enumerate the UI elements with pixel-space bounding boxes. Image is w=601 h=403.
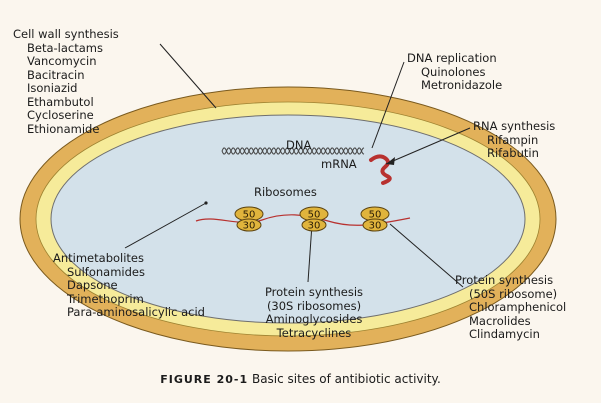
cell-wall-drug: Isoniazid bbox=[13, 82, 119, 96]
cell-wall-drug: Bacitracin bbox=[13, 69, 119, 83]
dna-label: DNA bbox=[286, 138, 311, 152]
protein-50s-drug: Chloramphenicol bbox=[455, 301, 566, 315]
protein-30s-detail: (30S ribosomes) bbox=[259, 300, 369, 314]
antimetabolite-drug: Para-aminosalicylic acid bbox=[53, 306, 205, 320]
rna-synthesis-drug: Rifampin bbox=[473, 134, 555, 148]
antimetabolite-drug: Dapsone bbox=[53, 279, 205, 293]
pointer-dot-antimetabolites bbox=[204, 201, 207, 204]
dna-replication-drug: Quinolones bbox=[407, 66, 502, 80]
antimetabolites-title: Antimetabolites bbox=[53, 252, 205, 266]
cell-wall-drug: Ethionamide bbox=[13, 123, 119, 137]
ribosome-30-label: 30 bbox=[369, 221, 382, 232]
ribosome-30-label: 30 bbox=[243, 221, 256, 232]
protein-synthesis-30s-group: Protein synthesis (30S ribosomes) Aminog… bbox=[259, 286, 369, 340]
rna-synthesis-drug: Rifabutin bbox=[473, 147, 555, 161]
cell-wall-drug: Beta-lactams bbox=[13, 42, 119, 56]
rna-synthesis-title: RNA synthesis bbox=[473, 120, 555, 134]
ribosome-50-label: 50 bbox=[243, 210, 256, 221]
cell-wall-synthesis-title: Cell wall synthesis bbox=[13, 28, 119, 42]
cell-wall-synthesis-group: Cell wall synthesis Beta-lactams Vancomy… bbox=[13, 28, 119, 136]
dna-replication-group: DNA replication Quinolones Metronidazole bbox=[407, 52, 502, 93]
ribosome-50-label: 50 bbox=[369, 210, 382, 221]
ribosome-30-label: 30 bbox=[308, 221, 321, 232]
cell-wall-drug: Vancomycin bbox=[13, 55, 119, 69]
dna-replication-title: DNA replication bbox=[407, 52, 502, 66]
figure-number: FIGURE 20-1 bbox=[160, 373, 248, 386]
ribosome-50-label: 50 bbox=[308, 210, 321, 221]
rna-synthesis-group: RNA synthesis Rifampin Rifabutin bbox=[473, 120, 555, 161]
mrna-label: mRNA bbox=[321, 157, 357, 171]
antimetabolite-drug: Trimethoprim bbox=[53, 293, 205, 307]
protein-synthesis-50s-title: Protein synthesis bbox=[455, 274, 566, 288]
protein-50s-drug: Macrolides bbox=[455, 315, 566, 329]
protein-30s-drug: Tetracyclines bbox=[259, 327, 369, 341]
protein-50s-detail: (50S ribosome) bbox=[455, 288, 566, 302]
protein-50s-drug: Clindamycin bbox=[455, 328, 566, 342]
protein-synthesis-30s-title: Protein synthesis bbox=[259, 286, 369, 300]
cell-wall-drug: Ethambutol bbox=[13, 96, 119, 110]
protein-synthesis-50s-group: Protein synthesis (50S ribosome) Chloram… bbox=[455, 274, 566, 342]
protein-30s-drug: Aminoglycosides bbox=[259, 313, 369, 327]
cell-wall-drug: Cycloserine bbox=[13, 109, 119, 123]
antimetabolite-drug: Sulfonamides bbox=[53, 266, 205, 280]
dna-replication-drug: Metronidazole bbox=[407, 79, 502, 93]
figure-caption: FIGURE 20-1 Basic sites of antibiotic ac… bbox=[0, 372, 601, 386]
ribosomes-label: Ribosomes bbox=[254, 185, 317, 199]
antimetabolites-group: Antimetabolites Sulfonamides Dapsone Tri… bbox=[53, 252, 205, 320]
figure-caption-text: Basic sites of antibiotic activity. bbox=[252, 372, 441, 386]
